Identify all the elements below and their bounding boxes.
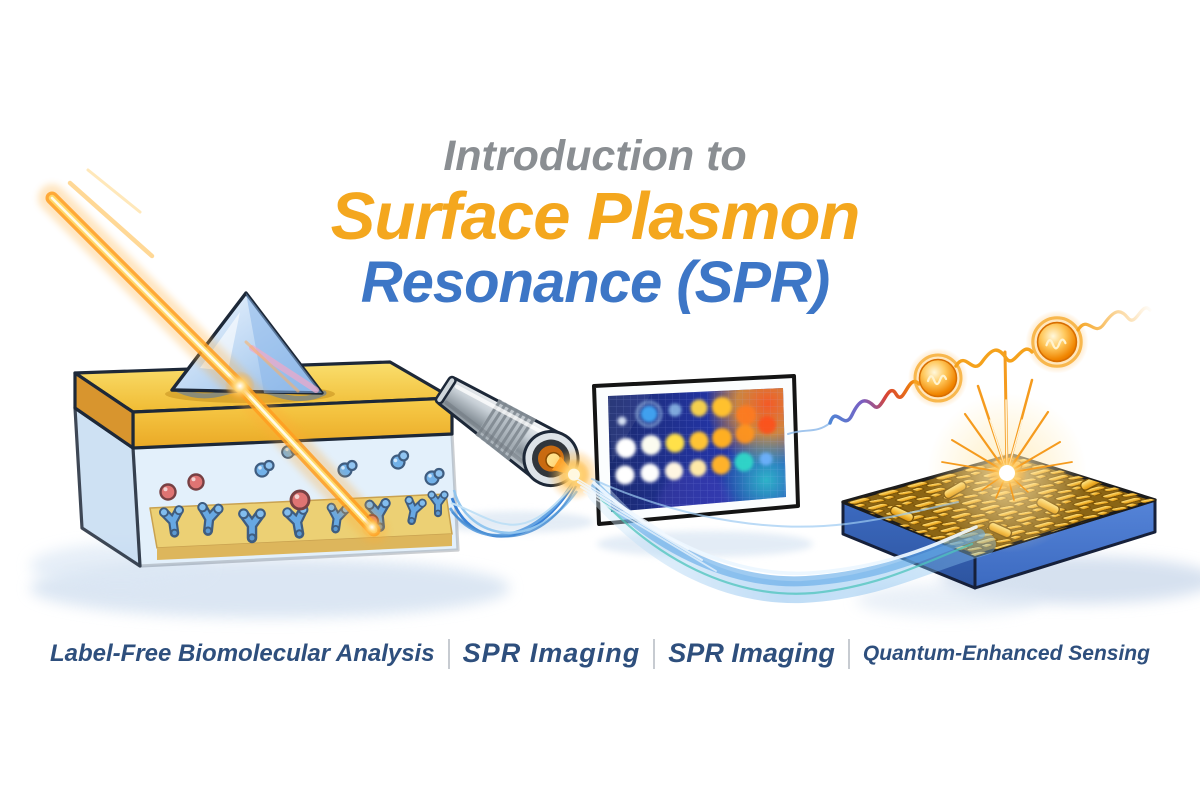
caption-label-free-analysis: Label-Free Biomolecular Analysis	[50, 639, 435, 667]
beam-fan-icon	[575, 477, 717, 572]
caption-divider	[447, 638, 450, 669]
photon-wave-icon	[787, 379, 921, 435]
caption-divider	[653, 638, 656, 669]
caption-divider	[847, 638, 850, 669]
photon-orb-icon	[908, 348, 968, 408]
photon-orb-icon	[1025, 310, 1089, 374]
spr-imaging-screen-icon	[592, 374, 800, 526]
caption-spr-imaging-1: SPR Imaging	[462, 638, 641, 668]
photon-squiggle	[954, 347, 1034, 368]
spr-spot-array	[615, 397, 776, 485]
laser-pointer-icon	[434, 375, 600, 501]
caption-row: Label-Free Biomolecular Analysis SPR Ima…	[0, 638, 1200, 669]
photon-squiggle	[1076, 306, 1152, 332]
gold-slab-side	[73, 371, 135, 450]
plasmon-starburst-icon	[941, 350, 1073, 501]
caption-spr-imaging-2: SPR Imaging	[668, 638, 835, 668]
caption-quantum-sensing: Quantum-Enhanced Sensing	[862, 641, 1150, 665]
laser-beam-icon	[38, 168, 388, 544]
optical-fiber-icon	[448, 478, 579, 538]
